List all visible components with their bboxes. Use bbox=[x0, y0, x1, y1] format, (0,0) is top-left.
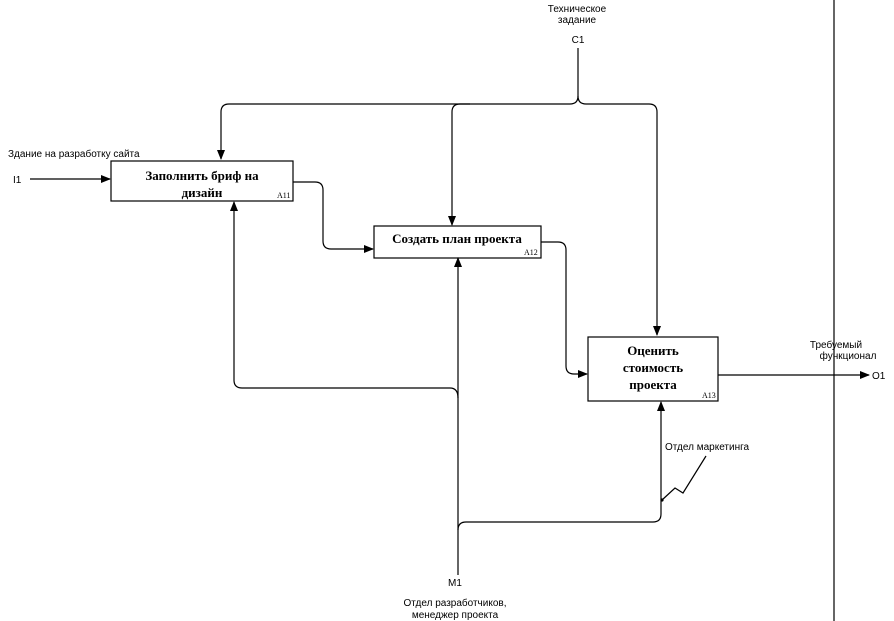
output-o1: Требуемый функционал O1 bbox=[718, 339, 886, 382]
box-a13-id: A13 bbox=[702, 391, 716, 400]
mechanism-label-line2: менеджер проекта bbox=[412, 610, 499, 621]
marketing-label: Отдел маркетинга bbox=[665, 442, 750, 453]
arrow-a11-to-a12 bbox=[293, 181, 374, 253]
control-code: C1 bbox=[572, 35, 585, 46]
control-label-line2: задание bbox=[558, 15, 597, 26]
mechanism-code: M1 bbox=[448, 578, 462, 589]
box-a13-title-line1: Оценить bbox=[627, 343, 679, 358]
output-label-line1: Требуемый bbox=[810, 339, 862, 351]
activity-box-a12: Создать план проекта A12 bbox=[373, 225, 542, 259]
mechanism-m1: M1 Отдел разработчиков, менеджер проекта bbox=[230, 201, 665, 621]
box-a13-frame bbox=[587, 336, 719, 402]
output-label-line2: функционал bbox=[820, 350, 877, 362]
control-label-line1: Техническое bbox=[548, 4, 607, 15]
control-arrow-to-a11 bbox=[217, 48, 579, 160]
marketing-junction-dot bbox=[660, 498, 664, 502]
box-a12-title: Создать план проекта bbox=[392, 231, 522, 246]
control-c1: Техническое задание C1 bbox=[217, 4, 661, 336]
box-a11-id: A11 bbox=[277, 191, 290, 200]
mechanism-arrow-to-a11 bbox=[230, 201, 459, 399]
input-code: I1 bbox=[13, 175, 22, 186]
control-arrow-to-a12 bbox=[448, 103, 470, 226]
box-a13-title-line3: проекта bbox=[629, 377, 677, 392]
arrow-a12-to-a13 bbox=[541, 241, 588, 378]
box-a11-title-line2: дизайн bbox=[182, 185, 223, 200]
marketing-squiggle bbox=[661, 455, 707, 501]
control-arrow-to-a13 bbox=[577, 95, 661, 336]
input-label: Здание на разработку сайта bbox=[8, 148, 140, 160]
input-i1: Здание на разработку сайта I1 bbox=[8, 148, 140, 186]
mechanism-label-line1: Отдел разработчиков, bbox=[403, 597, 506, 609]
mechanism-arrow-to-a13 bbox=[457, 401, 665, 531]
box-a13-title-line2: стоимость bbox=[623, 360, 683, 375]
box-a11-title-line1: Заполнить бриф на bbox=[145, 168, 259, 183]
activity-box-a13: Оценить стоимость проекта A13 bbox=[587, 336, 719, 402]
box-a11-frame bbox=[110, 160, 294, 202]
activity-box-a11: Заполнить бриф на дизайн A11 bbox=[110, 160, 294, 202]
box-a12-id: A12 bbox=[524, 248, 538, 257]
output-code: O1 bbox=[872, 371, 886, 382]
marketing-label-group: Отдел маркетинга bbox=[660, 442, 750, 502]
